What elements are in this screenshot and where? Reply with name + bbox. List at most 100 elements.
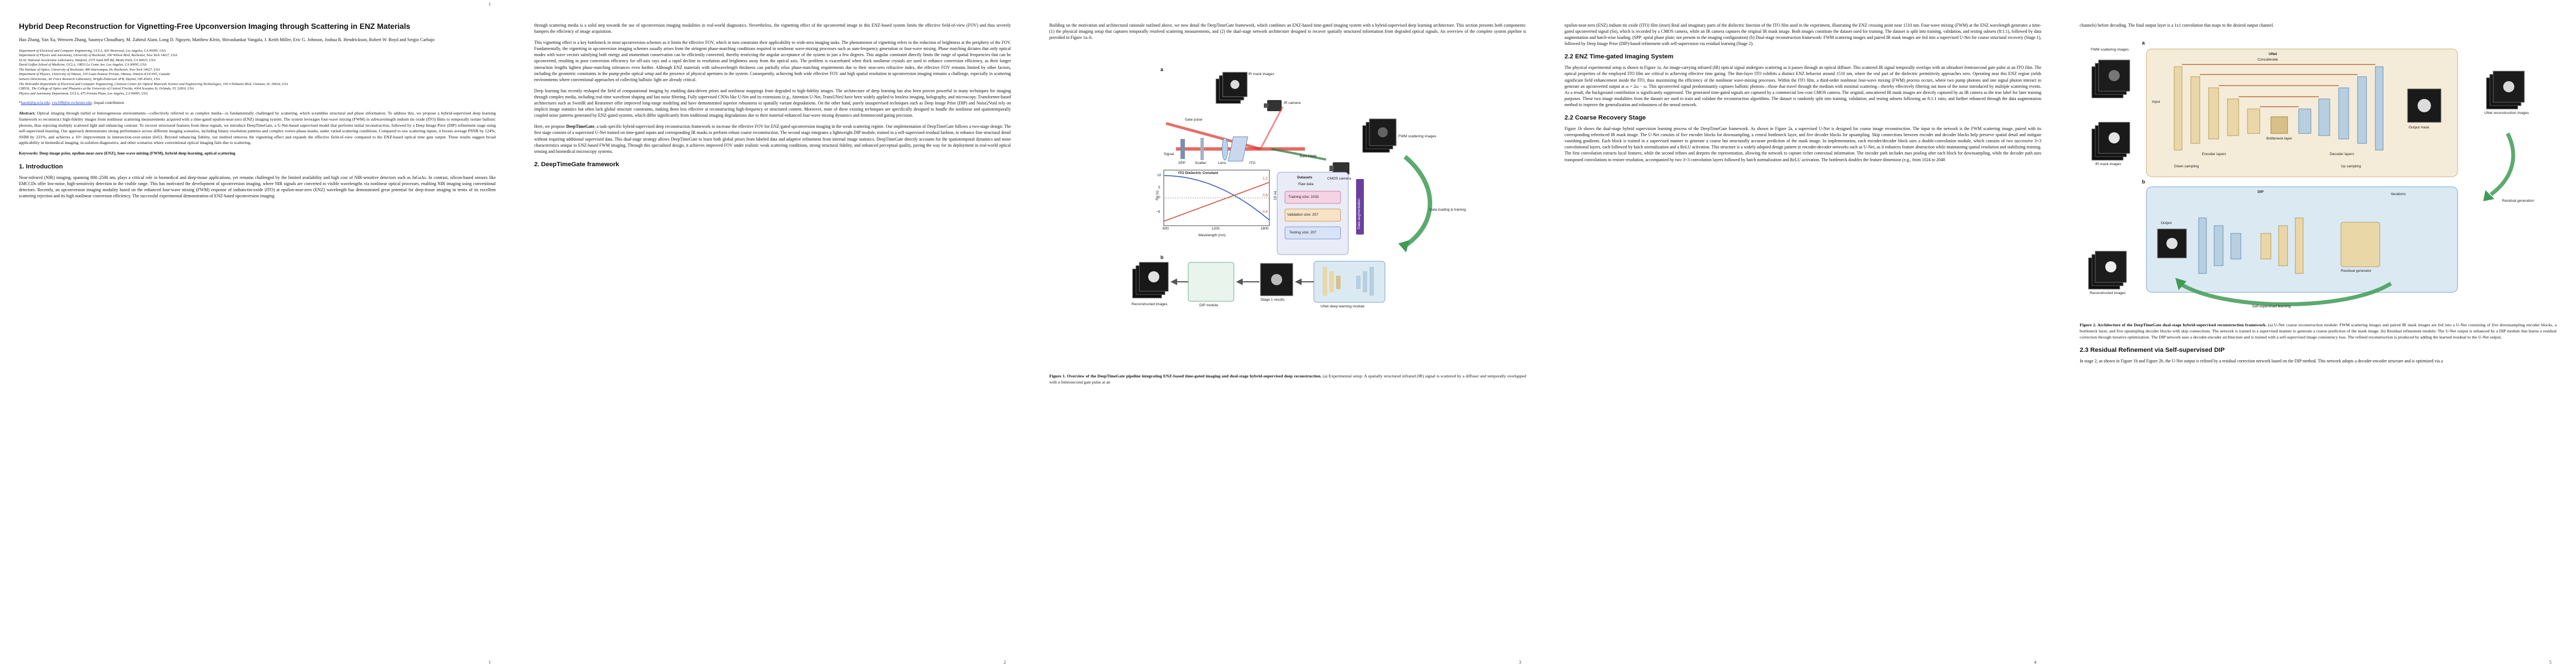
encoder-blocks xyxy=(2174,66,2260,151)
ito-film xyxy=(1228,136,1248,162)
dip-encoder-blocks xyxy=(2260,217,2304,274)
method-name: DeepTimeGate xyxy=(566,124,595,130)
section-heading-framework: 2. DeepTimeGate framework xyxy=(534,161,619,168)
label-signal: Signal xyxy=(1164,152,1174,157)
page-number-bottom: 5 xyxy=(2549,660,2552,665)
fwm-input-stack xyxy=(2091,59,2130,98)
label-spp: SPP xyxy=(1178,161,1186,166)
email-link-1[interactable]: haozh@g.ucla.edu xyxy=(21,101,50,106)
decoder-blocks xyxy=(2298,66,2384,151)
body-paragraph: Here, we propose DeepTimeGate, a task-sp… xyxy=(534,123,1011,154)
panel-label-b: b xyxy=(1160,255,1164,261)
dielectric-plot-title: ITO Dielectric Constant xyxy=(1178,171,1218,176)
ytick-left: −5 xyxy=(1156,210,1160,215)
ir-camera-icon xyxy=(1264,100,1282,112)
figure-1-graphic xyxy=(1132,72,1432,303)
dip-module-label: DIP module xyxy=(1199,303,1218,308)
page-number-bottom: 1 xyxy=(489,660,491,665)
input-label: Input xyxy=(2152,100,2160,104)
section-heading-coarse-recovery: 2.2 Coarse Recovery Stage xyxy=(1564,115,1646,122)
caption-title: Figure 2. Architecture of the DeepTimeGa… xyxy=(2080,322,2267,328)
testing-size-label: Testing size: 207 xyxy=(1289,231,1317,235)
reconstructed-stack xyxy=(1132,262,1169,298)
body-paragraph: This vignetting effect is a key bottlene… xyxy=(534,40,1011,82)
dip-decoder-blocks xyxy=(2198,217,2241,274)
dielectric-plot-frame xyxy=(1163,170,1270,226)
output-mask-label: Output mask xyxy=(2409,126,2429,130)
affiliation: The Holcombe Department of Electrical an… xyxy=(19,82,288,86)
affiliation: Physics and Astronomy Department, UCLA, … xyxy=(19,91,148,96)
unet-bars xyxy=(1323,267,1374,296)
figure-2: a b FWM scattering images IR mask images… xyxy=(2080,33,2557,322)
label-sum-fwm: Sum FWM xyxy=(1299,155,1317,159)
body-paragraph: Building on the motivation and architect… xyxy=(1049,23,1526,41)
figure-1: a b IR mask images IR camera Gate pulse … xyxy=(1049,46,1526,374)
dip-recon-stack xyxy=(2088,251,2127,290)
corresponding-emails: *haozh@g.ucla.edu, yxu108@ur.rochester.e… xyxy=(19,101,124,106)
output-label: Output xyxy=(2161,221,2172,226)
introduction-paragraph: Near-infrared (NIR) imaging, spanning 80… xyxy=(19,175,496,198)
residual-generation-arrow xyxy=(2489,132,2515,196)
author-list: Hao Zhang, Yan Xu, Wenwen Zhang, Saumya … xyxy=(19,37,435,42)
im-epsilon-curve xyxy=(1163,182,1270,222)
unet-recon-stack xyxy=(2486,71,2525,109)
gate-pulse-beam xyxy=(1165,122,1261,151)
dielectric-xlabel: Wavelength (nm) xyxy=(1198,233,1226,238)
caption-body: (a) U-Net coarse reconstruction module: … xyxy=(2080,322,2557,340)
panel-label-b: b xyxy=(2142,179,2145,185)
ytick-left: 10 xyxy=(1157,173,1162,178)
unet-recon-label: UNet reconstruction images xyxy=(2484,111,2529,116)
unet-title: UNet xyxy=(2269,52,2278,57)
residual-generation-arrowhead xyxy=(2483,190,2494,202)
decoder-layers-label: Decoder layers xyxy=(2330,152,2354,157)
ytick-left: 0 xyxy=(1158,196,1160,200)
text-run: , a task-specific hybrid-supervised deep… xyxy=(534,124,1011,154)
bottleneck-label: Bottleneck layer xyxy=(2266,137,2293,141)
residual-generator-block xyxy=(2340,222,2380,267)
caption-body: (a) Experimental setup: A spatially stru… xyxy=(1049,374,1526,385)
skip-connections xyxy=(2182,64,2375,107)
validation-box xyxy=(1284,208,1341,222)
ir-camera-beam xyxy=(1259,106,1284,150)
page-1: 1 Hybrid Deep Reconstruction for Vignett… xyxy=(0,0,515,667)
label-ir-mask-images: IR mask images xyxy=(1248,72,1274,77)
datasets-subtitle: Raw data xyxy=(1298,182,1314,187)
abstract: Abstract. Optical imaging through turbid… xyxy=(19,111,496,146)
page-5: channels) before decoding. The final out… xyxy=(2061,0,2576,667)
spp-element xyxy=(1180,139,1185,160)
ytick-right: 1.2 xyxy=(1263,177,1268,181)
panel-label-a: a xyxy=(1160,67,1164,73)
affiliation: Department of Physics and Astronomy, Uni… xyxy=(19,53,177,58)
keywords-label: Keywords: xyxy=(19,151,38,156)
data-loading-arrowhead xyxy=(1398,240,1409,253)
affiliations: Department of Electrical and Computer En… xyxy=(19,49,496,97)
keywords-text: Deep image prior, epsilon-near-zero (ENZ… xyxy=(39,151,236,156)
affiliation: Sensors Directorate, Air Force Research … xyxy=(19,77,160,82)
label-scatter: Scatter xyxy=(1195,161,1207,166)
affiliation: SLAC National Accelerator Laboratory, St… xyxy=(19,58,156,62)
xtick: 1200 xyxy=(1212,227,1220,231)
page-number-bottom: 2 xyxy=(1004,660,1006,665)
body-paragraph: channels) before decoding. The final out… xyxy=(2080,23,2274,28)
panel-label-a: a xyxy=(2142,40,2145,46)
abstract-label: Abstract. xyxy=(19,111,36,116)
training-size-label: Training size: 1033 xyxy=(1288,195,1319,200)
label-ir-camera: IR camera xyxy=(1284,101,1301,106)
affiliation: CREOL, The College of Optics and Photoni… xyxy=(19,87,194,91)
affiliation: Department of Electrical and Computer En… xyxy=(19,48,166,53)
validation-size-label: Validation size: 207 xyxy=(1287,213,1318,217)
text-run: Here, we propose xyxy=(534,124,566,130)
unet-module-label: UNet deep learning module xyxy=(1321,305,1365,309)
page-number-bottom: 4 xyxy=(2034,660,2036,665)
body-paragraph: through scattering media is a solid step… xyxy=(534,23,1011,34)
iterations-label: Iterations xyxy=(2391,192,2406,197)
self-supervised-label: Self-supervised learning xyxy=(2252,305,2291,309)
body-paragraph: epsilon-near-zero (ENZ) indium tin oxide… xyxy=(1564,23,2041,47)
fwm-scattering-label: FWM scattering images xyxy=(2091,48,2129,52)
label-fwm-scattering-images: FWM scattering images xyxy=(1398,135,1437,139)
training-box xyxy=(1284,191,1341,204)
fwm-beam xyxy=(1271,148,1327,161)
email-link-2[interactable]: yxu108@ur.rochester.edu xyxy=(51,101,92,106)
testing-box xyxy=(1284,226,1341,240)
